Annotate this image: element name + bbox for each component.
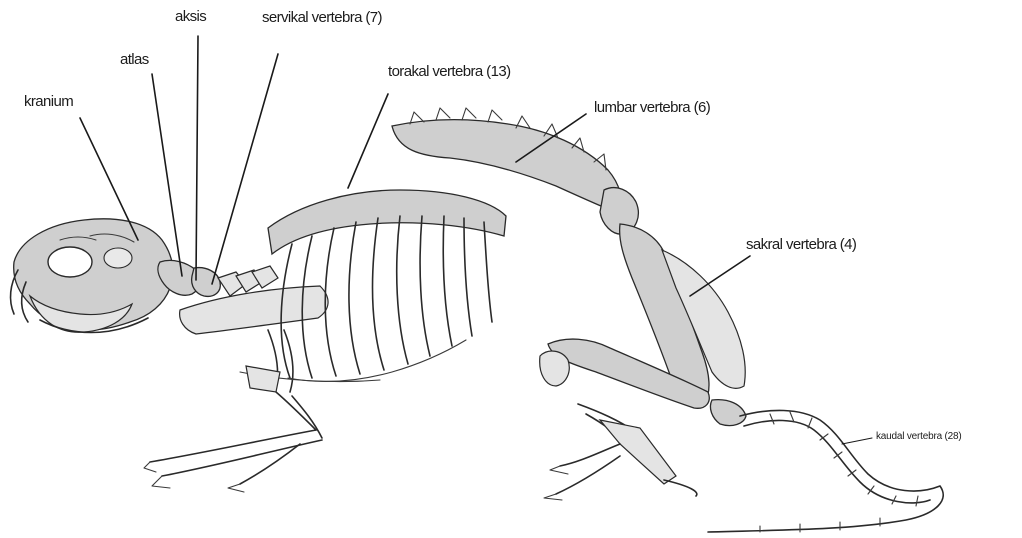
leader-servikal — [212, 54, 278, 284]
tail — [708, 410, 943, 532]
leader-aksis — [196, 36, 198, 280]
skull — [11, 219, 173, 333]
label-torakal: torakal vertebra (13) — [388, 63, 510, 80]
leader-torakal — [348, 94, 388, 188]
label-aksis: aksis — [175, 8, 206, 25]
label-kranium: kranium — [24, 93, 73, 110]
forelimb — [144, 286, 328, 492]
label-sakral: sakral vertebra (4) — [746, 236, 856, 253]
hindlimb — [540, 224, 746, 500]
label-servikal: servikal vertebra (7) — [262, 9, 382, 26]
label-atlas: atlas — [120, 51, 149, 68]
label-kaudal: kaudal vertebra (28) — [876, 431, 962, 442]
leader-kaudal — [842, 438, 872, 444]
label-lumbar: lumbar vertebra (6) — [594, 99, 710, 116]
